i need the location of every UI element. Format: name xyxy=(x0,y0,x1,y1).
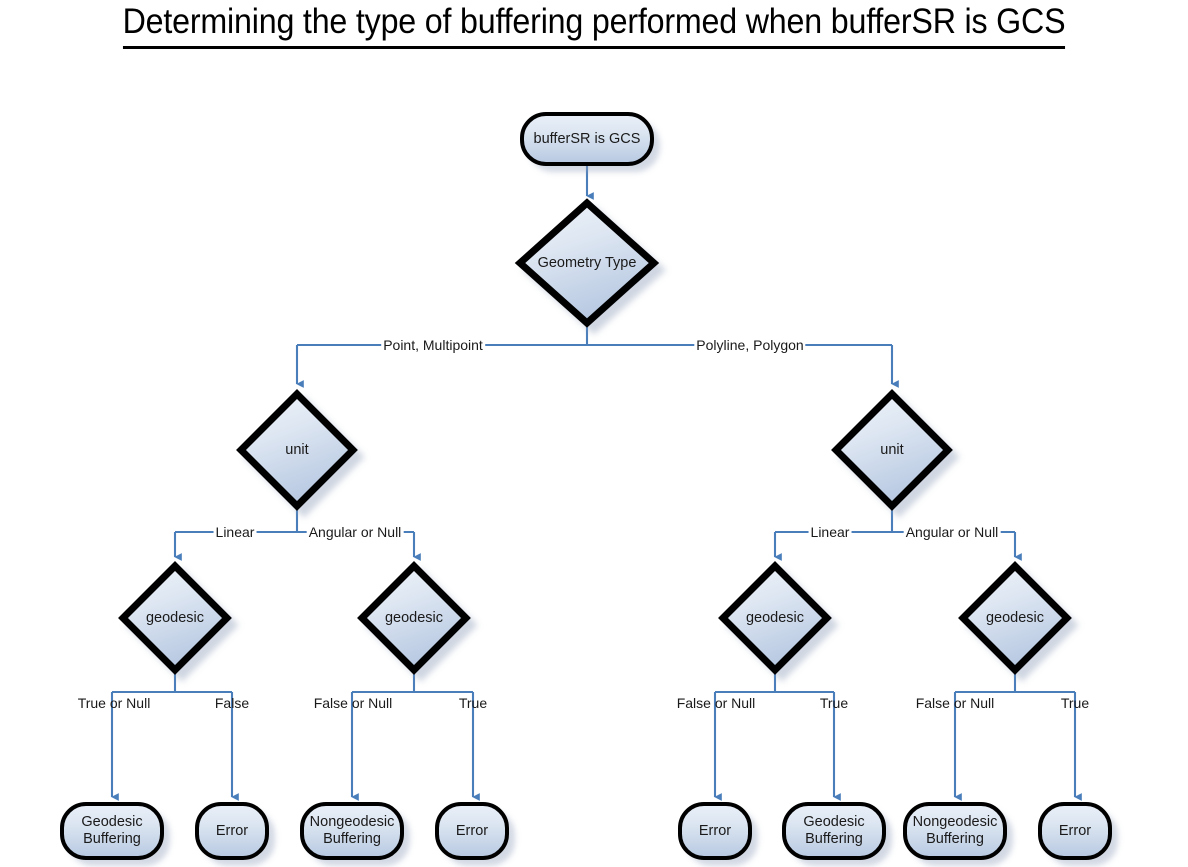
edge-label-g4-false-or-null: False or Null xyxy=(915,695,995,711)
node-decision-geometry-type[interactable]: Geometry Type xyxy=(520,203,654,323)
node-decision-label: Geometry Type xyxy=(537,255,637,271)
node-output-error-4[interactable]: Error xyxy=(1038,802,1112,860)
node-output-label: Error xyxy=(215,822,249,839)
edge-label-right-linear: Linear xyxy=(808,524,852,540)
edge-label-g2-true: True xyxy=(458,695,488,711)
page-title: Determining the type of buffering perfor… xyxy=(48,0,1141,49)
node-decision-geodesic-1[interactable]: geodesic xyxy=(123,566,227,670)
edge-label-g3-false-or-null: False or Null xyxy=(676,695,756,711)
node-decision-unit-right[interactable]: unit xyxy=(836,394,948,506)
edge-label-g4-true: True xyxy=(1060,695,1090,711)
edge-label-g1-true-or-null: True or Null xyxy=(77,695,151,711)
node-output-label: Error xyxy=(455,822,489,839)
node-decision-label: geodesic xyxy=(745,610,805,626)
node-output-label: Error xyxy=(698,822,732,839)
node-start-label: bufferSR is GCS xyxy=(533,130,641,147)
node-decision-geodesic-4[interactable]: geodesic xyxy=(963,566,1067,670)
node-decision-label: geodesic xyxy=(384,610,444,626)
edge-label-g3-true: True xyxy=(819,695,849,711)
node-output-error-2[interactable]: Error xyxy=(435,802,509,860)
edge-label-g1-false: False xyxy=(214,695,250,711)
node-output-error-1[interactable]: Error xyxy=(195,802,269,860)
edge-label-right-angular-or-null: Angular or Null xyxy=(903,524,1001,540)
node-decision-label: geodesic xyxy=(985,610,1045,626)
edge-label-g2-false-or-null: False or Null xyxy=(313,695,393,711)
node-decision-label: geodesic xyxy=(145,610,205,626)
edge-label-polyline-polygon: Polyline, Polygon xyxy=(694,337,806,353)
node-decision-geodesic-3[interactable]: geodesic xyxy=(723,566,827,670)
edge-label-point-multipoint: Point, Multipoint xyxy=(381,337,485,353)
node-start[interactable]: bufferSR is GCS xyxy=(520,112,654,166)
edge-label-left-linear: Linear xyxy=(213,524,257,540)
edge-label-left-angular-or-null: Angular or Null xyxy=(306,524,404,540)
node-decision-label: unit xyxy=(285,442,309,458)
node-output-error-3[interactable]: Error xyxy=(678,802,752,860)
node-decision-geodesic-2[interactable]: geodesic xyxy=(362,566,466,670)
node-output-label: Error xyxy=(1058,822,1092,839)
page-title-text: Determining the type of buffering perfor… xyxy=(122,0,1066,49)
node-decision-label: unit xyxy=(880,442,904,458)
node-decision-unit-left[interactable]: unit xyxy=(241,394,353,506)
